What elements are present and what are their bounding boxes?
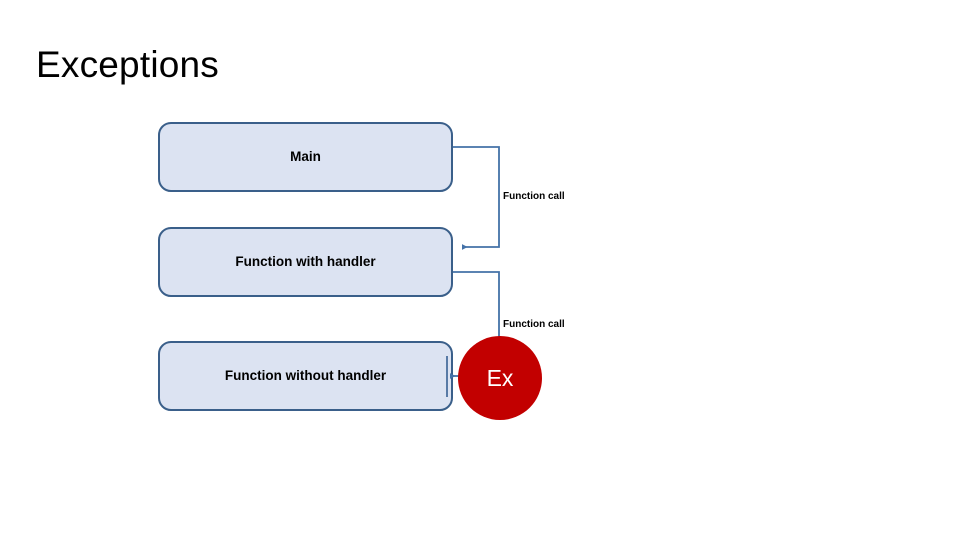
node-exception-label: Ex [486,364,514,391]
node-function-without-handler-label: Function without handler [224,367,387,383]
connector-handler-to-exception [453,271,500,340]
node-function-with-handler[interactable]: Function with handler [158,227,453,297]
node-main[interactable]: Main [158,122,453,192]
page-title: Exceptions [36,44,219,85]
node-main-label: Main [290,148,321,164]
node-function-with-handler-label: Function with handler [235,253,376,269]
node-exception[interactable]: Ex [458,336,542,420]
connector-label-function-call-2: Function call [503,319,565,330]
node-function-without-handler[interactable]: Function without handler [158,341,453,411]
connector-main-to-handler [453,146,500,250]
connector-label-function-call-1: Function call [503,191,565,202]
